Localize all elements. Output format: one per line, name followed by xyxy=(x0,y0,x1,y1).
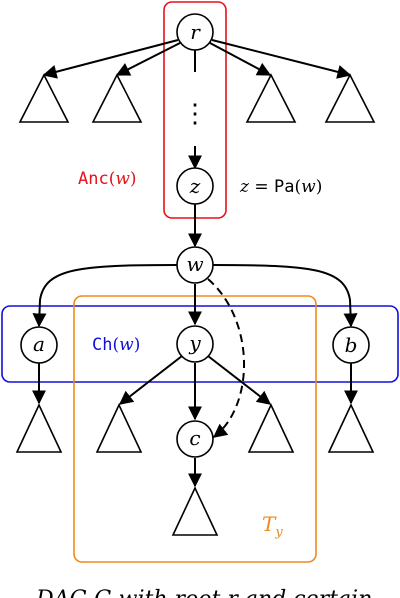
node-y: y xyxy=(176,325,214,363)
edge-r-left2 xyxy=(115,42,181,76)
node-w: w xyxy=(176,246,214,284)
node-z: z xyxy=(176,167,214,205)
subtree-label: Ty xyxy=(262,512,283,540)
children-box xyxy=(1,305,399,383)
subtree-triangle-b xyxy=(327,403,375,453)
subtree-triangle-4 xyxy=(324,73,376,123)
parent-label: z = Pa(w) xyxy=(239,177,322,197)
edge-w-b xyxy=(212,264,358,328)
node-r: r xyxy=(176,13,214,51)
children-label: Ch(w) xyxy=(92,335,140,355)
node-w-label: w xyxy=(186,252,203,276)
subtree-triangle-a xyxy=(15,403,63,453)
edge-y-left xyxy=(118,355,183,405)
edge-w-c-dashed xyxy=(207,278,246,438)
subtree-triangle-2 xyxy=(91,73,143,123)
caption-text: DAG G with root r and certain xyxy=(35,587,372,598)
subtree-triangle-c xyxy=(171,486,219,536)
node-r-label: r xyxy=(190,20,201,44)
node-a-label: a xyxy=(33,332,45,356)
node-b: b xyxy=(332,326,370,364)
node-y-label: y xyxy=(188,331,201,355)
subtree-triangle-y-right xyxy=(247,403,295,453)
subtree-triangle-y-left xyxy=(95,403,143,453)
subtree-triangle-1 xyxy=(18,73,70,123)
node-a: a xyxy=(20,326,58,364)
edge-r-left1 xyxy=(42,39,179,79)
node-b-label: b xyxy=(345,333,358,357)
node-c-label: c xyxy=(189,426,200,450)
edge-r-right2 xyxy=(211,39,352,79)
node-c: c xyxy=(176,420,214,458)
edge-y-right xyxy=(207,355,272,405)
vertical-ellipsis: ⋮ xyxy=(182,99,208,129)
edge-r-right1 xyxy=(209,42,272,76)
node-z-label: z xyxy=(189,174,201,198)
subtree-triangle-3 xyxy=(245,73,297,123)
edge-w-a xyxy=(32,264,178,328)
anc-label: Anc(w) xyxy=(78,169,137,189)
